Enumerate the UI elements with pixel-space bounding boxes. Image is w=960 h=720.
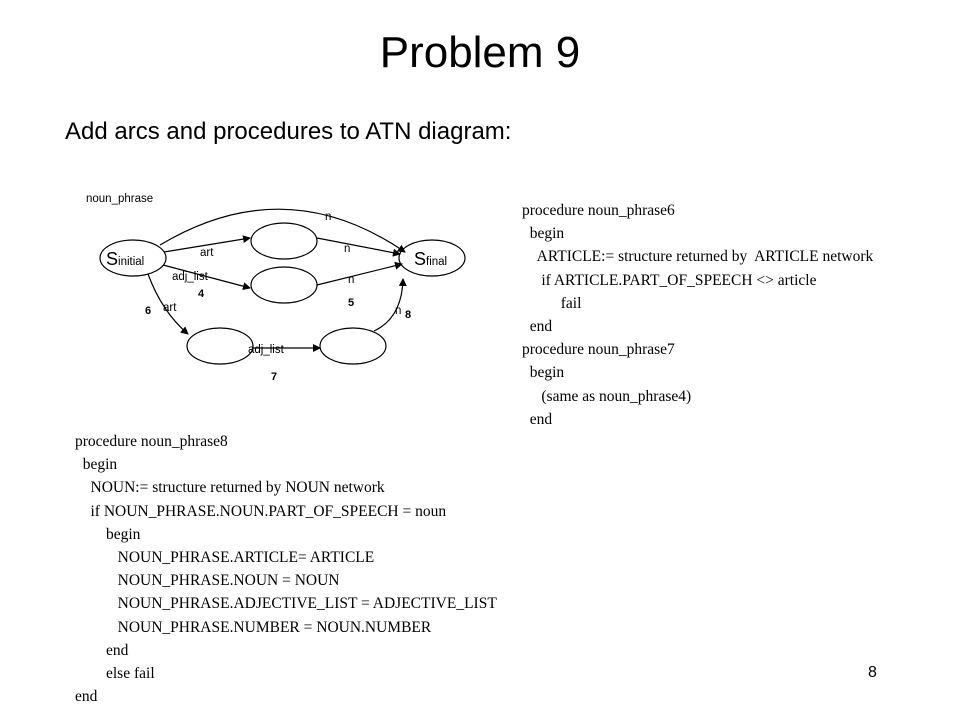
state-initial: [99, 239, 167, 277]
state-initial-label: Sinitial: [106, 249, 144, 269]
code-line: ARTICLE:= structure returned by ARTICLE …: [522, 248, 874, 266]
arc-number-5: 5: [348, 297, 354, 309]
arc-number-4: 4: [198, 288, 205, 300]
code-line: procedure noun_phrase8: [75, 433, 228, 450]
code-line: NOUN_PHRASE.ARTICLE= ARTICLE: [75, 548, 375, 566]
code-line: end: [75, 641, 129, 659]
arc-label-adj-list-bottom: adj_list: [248, 344, 285, 356]
code-line: end: [522, 410, 553, 428]
code-line: NOUN:= structure returned by NOUN networ…: [75, 479, 385, 497]
code-line: begin: [75, 456, 118, 474]
procedure-noun-phrase8: procedure noun_phrase8 begin NOUN:= stru…: [75, 430, 497, 708]
arc-n-right: [373, 278, 407, 332]
code-line: procedure noun_phrase6: [522, 202, 675, 219]
procedures-noun-phrase6-7: procedure noun_phrase6 begin ARTICLE:= s…: [522, 199, 873, 431]
arc-label-adj-list: adj_list: [172, 271, 209, 283]
arc-label-n-top: n: [325, 211, 331, 223]
state-final-label: Sfinal: [414, 249, 447, 269]
arc-label-art: art: [200, 247, 214, 259]
state-lower-right: [319, 327, 387, 365]
page-number: 8: [868, 664, 877, 681]
code-line: begin: [522, 364, 565, 382]
arc-number-6: 6: [145, 305, 151, 317]
arc-number-7: 7: [271, 371, 277, 383]
code-line: end: [75, 688, 98, 706]
state-final: [398, 239, 466, 277]
arc-number-8: 8: [405, 309, 411, 321]
state-after-adj-list: [250, 266, 318, 304]
code-line: begin: [75, 525, 141, 543]
arc-n-lower: [316, 261, 403, 286]
arc-adj-list: [162, 264, 251, 291]
network-name-label: noun_phrase: [86, 193, 153, 205]
code-line: else fail: [75, 664, 155, 682]
code-line: fail: [522, 294, 582, 312]
arc-label-art-lower: art: [163, 302, 177, 314]
arc-n-mid: [316, 237, 401, 257]
code-line: NOUN_PHRASE.ADJECTIVE_LIST = ADJECTIVE_L…: [75, 595, 497, 613]
arc-label-n-mid: n: [344, 243, 350, 255]
slide-title: Problem 9: [379, 28, 581, 77]
arc-art: [163, 235, 251, 253]
slide-subtitle: Add arcs and procedures to ATN diagram:: [65, 118, 512, 145]
code-line: NOUN_PHRASE.NUMBER = NOUN.NUMBER: [75, 618, 432, 636]
arc-label-n-right: n: [395, 305, 401, 317]
state-lower-left: [186, 327, 254, 365]
code-line: (same as noun_phrase4): [522, 387, 692, 405]
arc-n-top: [159, 208, 406, 253]
arc-label-n-lower: n: [348, 274, 354, 286]
code-line: begin: [522, 225, 565, 243]
code-line: if ARTICLE.PART_OF_SPEECH <> article: [522, 271, 817, 289]
code-line: NOUN_PHRASE.NOUN = NOUN: [75, 572, 340, 590]
code-line: if NOUN_PHRASE.NOUN.PART_OF_SPEECH = nou…: [75, 502, 447, 520]
state-after-art: [250, 222, 318, 260]
arc-art-lower: [147, 273, 189, 335]
code-line: procedure noun_phrase7: [522, 341, 675, 359]
code-line: end: [522, 317, 553, 335]
